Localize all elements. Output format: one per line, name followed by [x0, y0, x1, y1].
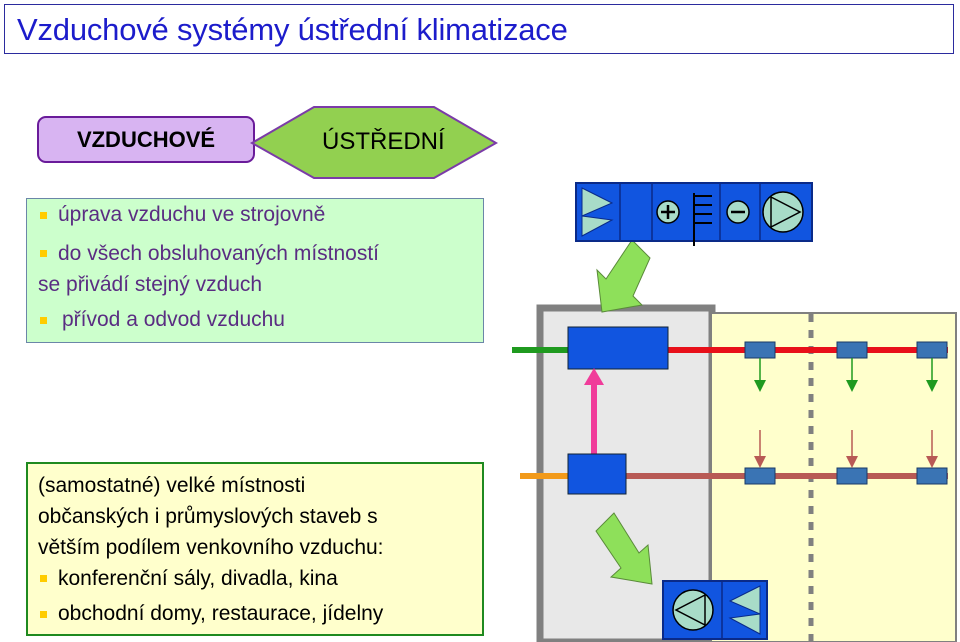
bullet-icon — [40, 250, 47, 257]
title-bar: Vzduchové systémy ústřední klimatizace — [4, 4, 954, 54]
damper-icon — [728, 585, 761, 635]
supply-diffuser — [916, 341, 948, 359]
description-line-2: do všech obsluhovaných místností — [58, 242, 380, 265]
tag-ustredni-shape — [244, 106, 500, 185]
usage-line-2: občanských i průmyslových staveb s — [38, 505, 378, 528]
bullet-icon — [40, 575, 47, 582]
usage-description — [26, 462, 484, 636]
tag-vzduchove: VZDUCHOVÉ — [37, 116, 255, 163]
callout-arrow-exhaust — [595, 512, 653, 585]
cooler-minus-icon — [726, 200, 750, 224]
usage-line-4: konferenční sály, divadla, kina — [58, 567, 338, 590]
usage-line-1: (samostatné) velké místnosti — [38, 474, 306, 497]
exhaust-grille — [836, 467, 868, 485]
supply-diffuser — [836, 341, 868, 359]
bullet-icon — [40, 611, 47, 618]
fan-icon — [672, 589, 714, 631]
exhaust-grille — [916, 467, 948, 485]
description-line-1: úprava vzduchu ve strojovně — [58, 203, 326, 226]
description-line-3: se přivádí stejný vzduch — [38, 273, 263, 296]
damper-icon — [581, 187, 614, 237]
fan-icon — [762, 191, 804, 233]
supply-diffuser — [744, 341, 776, 359]
exhaust-unit-detail — [662, 580, 768, 640]
bullet-icon — [40, 317, 47, 324]
usage-line-5: obchodní domy, restaurace, jídelny — [58, 602, 384, 625]
tag-ustredni: ÚSTŘEDNÍ — [322, 128, 445, 155]
page-title: Vzduchové systémy ústřední klimatizace — [17, 12, 568, 47]
callout-arrow-supply — [596, 239, 651, 313]
supply-unit-detail — [575, 182, 813, 246]
heater-plus-icon — [656, 200, 680, 224]
recirculation-arrow-head — [584, 368, 604, 385]
description-line-4: přívod a odvod vzduchu — [62, 308, 285, 331]
bullet-icon — [40, 212, 47, 219]
exhaust-air-handler — [567, 453, 627, 495]
filter-icon — [693, 193, 712, 246]
usage-line-3: větším podílem venkovního vzduchu: — [38, 536, 384, 559]
exhaust-grille — [744, 467, 776, 485]
supply-air-handler — [567, 326, 669, 370]
central-system-description — [26, 198, 484, 343]
